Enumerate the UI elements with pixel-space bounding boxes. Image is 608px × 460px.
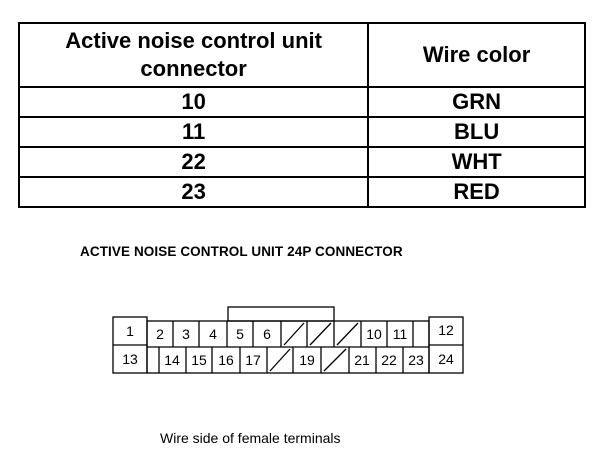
pin-13: 13 <box>122 351 138 367</box>
pin-22: 22 <box>381 352 397 368</box>
header-connector: Active noise control unit connector <box>17 22 370 88</box>
pin-5: 5 <box>236 326 244 342</box>
pin-1: 1 <box>126 323 134 339</box>
pin-19: 19 <box>299 352 315 368</box>
pin-10: 10 <box>366 326 382 342</box>
cell-color: GRN <box>367 86 586 118</box>
pin-16: 16 <box>218 352 234 368</box>
header-wire-color: Wire color <box>367 22 586 88</box>
cell-terminal: 10 <box>17 86 370 118</box>
pin-15: 15 <box>191 352 207 368</box>
cell-terminal: 23 <box>17 176 370 208</box>
cell-color: BLU <box>367 116 586 148</box>
pin-11: 11 <box>393 326 408 342</box>
empty-cavity-7 <box>283 322 305 346</box>
empty-cavity-9 <box>336 322 359 346</box>
table-row: 22 WHT <box>17 146 586 178</box>
cell-color: RED <box>367 176 586 208</box>
pin-4: 4 <box>209 326 217 342</box>
empty-cavity-18 <box>269 348 291 372</box>
pin-21: 21 <box>354 352 370 368</box>
wire-color-table: Active noise control unit connector Wire… <box>17 22 586 208</box>
table-row: 10 GRN <box>17 86 586 118</box>
connector-latch <box>227 306 335 322</box>
table-row: 23 RED <box>17 176 586 208</box>
pin-6: 6 <box>263 326 271 342</box>
cell-terminal: 22 <box>17 146 370 178</box>
connector-title: ACTIVE NOISE CONTROL UNIT 24P CONNECTOR <box>80 244 403 259</box>
empty-cavity-20 <box>323 348 347 372</box>
connector-caption: Wire side of female terminals <box>160 430 341 446</box>
table-row: 11 BLU <box>17 116 586 148</box>
pin-14: 14 <box>164 352 180 368</box>
empty-cavity-8 <box>309 322 332 346</box>
cell-color: WHT <box>367 146 586 178</box>
pin-24: 24 <box>438 351 454 367</box>
cell-terminal: 11 <box>17 116 370 148</box>
pin-3: 3 <box>182 326 190 342</box>
pin-12: 12 <box>438 322 454 338</box>
pin-23: 23 <box>408 352 424 368</box>
pin-17: 17 <box>245 352 261 368</box>
table-header-row: Active noise control unit connector Wire… <box>17 22 586 88</box>
pin-2: 2 <box>156 326 164 342</box>
